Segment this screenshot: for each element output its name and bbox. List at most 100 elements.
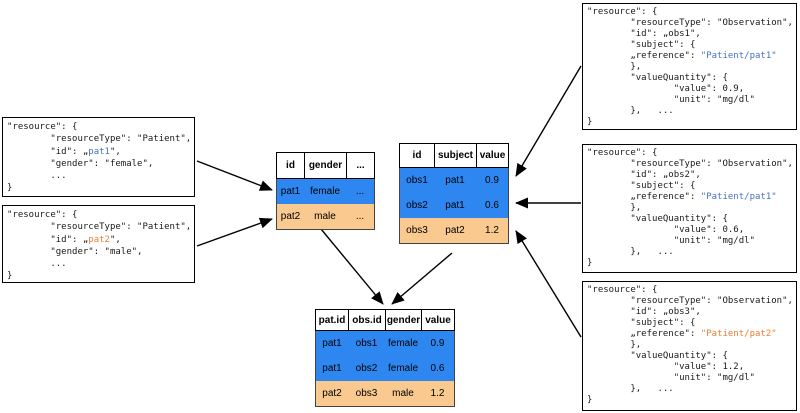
code-line: "resource": { [587, 7, 658, 17]
table-cell: female [387, 338, 418, 349]
table-cell: male [392, 388, 414, 399]
table-body: obs1 pat1 0.9 obs2 pat1 0.6 obs3 pat2 1.2 [399, 168, 509, 244]
code-line: "valueQuantity": { [587, 214, 728, 224]
code-line: }, [587, 203, 642, 213]
code-line: } [7, 183, 13, 194]
header-cell: obs.id [348, 310, 385, 330]
table-cell: obs3 [406, 225, 428, 236]
table-cell: 0.6 [485, 200, 499, 211]
code-line: "valueQuantity": { [587, 351, 728, 361]
code-line: "resource": { [587, 148, 658, 158]
code-line: }, [587, 62, 642, 72]
header-cell: value [421, 310, 454, 330]
code-line: }, [587, 340, 642, 350]
table-cell: pat1 [322, 338, 342, 349]
header-cell: value [476, 144, 508, 167]
table-cell: pat2 [280, 211, 301, 222]
header-cell: id [286, 160, 295, 171]
code-line: }, ... [587, 106, 674, 116]
code-line: "unit": "mg/dl" [587, 95, 755, 105]
table-cell: pat1 [445, 200, 465, 211]
code-line: "resource": { [7, 210, 78, 220]
table-row: obs1 pat1 0.9 [400, 168, 508, 193]
table-row: obs3 pat2 1.2 [400, 218, 508, 243]
code-line: „reference": "Patient/pat1" [587, 192, 777, 202]
code-line: "resourceType": "Observation", [587, 159, 793, 169]
table-cell: obs1 [355, 338, 378, 349]
code-line: }, ... [587, 384, 674, 394]
header-cell: gender [304, 153, 346, 178]
table-row: obs2 pat1 0.6 [400, 193, 508, 218]
table-cell: ... [355, 186, 365, 197]
arrow-obs3-resource-to-observation-table [515, 230, 582, 338]
table-cell: obs3 [355, 388, 378, 399]
code-line: "resourceType": "Observation", [587, 18, 793, 28]
code-line: "resourceType": "Patient", [7, 134, 192, 145]
table-cell: male [314, 211, 336, 222]
code-line: "gender": "male", [7, 246, 143, 257]
header-cell: pat.id [318, 314, 346, 326]
table-cell: pat1 [445, 175, 465, 186]
table-cell: 0.9 [485, 175, 499, 186]
code-line: „reference": "Patient/pat1" [587, 51, 777, 61]
code-line: "id": „pat1", [7, 146, 121, 157]
code-line: } [587, 258, 593, 268]
code-line: "valueQuantity": { [587, 73, 728, 83]
code-line: "value": 0.9, [587, 84, 745, 94]
table-cell: pat1 [322, 363, 342, 374]
code-line: } [7, 271, 13, 282]
code-line: "id": „obs2", [587, 170, 701, 180]
code-line: ... [7, 259, 67, 270]
code-line: }, ... [587, 247, 674, 257]
code-line: "subject": { [587, 40, 696, 50]
arrow-patient1-resource-to-patient-table [196, 160, 273, 191]
table-cell: obs2 [355, 363, 378, 374]
code-line: } [587, 117, 593, 127]
code-line: "unit": "mg/dl" [587, 236, 755, 246]
code-line: „reference": "Patient/pat2" [587, 329, 777, 339]
table-cell: 0.9 [430, 338, 445, 349]
code-line: "subject": { [587, 318, 696, 328]
header-cell: id [412, 150, 422, 161]
arrow-patient2-resource-to-patient-table [196, 217, 273, 247]
table-cell: 1.2 [485, 225, 499, 236]
arrow-obs1-resource-to-observation-table [515, 65, 582, 177]
code-line: ... [7, 171, 67, 182]
code-line: "id": „pat2", [7, 234, 121, 245]
table-row: pat1 obs1 female 0.9 [316, 331, 454, 356]
header-cell: subject [434, 144, 476, 167]
arrow-patient-table-to-joined-table [320, 228, 384, 305]
table-cell: 0.6 [430, 363, 445, 374]
code-line: "value": 1.2, [587, 362, 745, 372]
header-cell: ... [346, 153, 374, 178]
arrow-observation-table-to-joined-table [391, 252, 453, 305]
table-cell: obs2 [406, 200, 428, 211]
code-line: "resourceType": "Observation", [587, 296, 793, 306]
patient1-resource-box: "resource": { "resourceType": "Patient",… [2, 117, 195, 197]
code-line: "resource": { [587, 285, 658, 295]
code-line: "subject": { [587, 181, 696, 191]
observation1-resource-box: "resource": { "resourceType": "Observati… [582, 3, 797, 130]
code-line: "resourceType": "Patient", [7, 222, 192, 233]
code-line: "value": 0.6, [587, 225, 745, 235]
table-cell: ... [355, 211, 365, 222]
code-line: } [587, 395, 593, 405]
table-cell: pat1 [280, 186, 301, 197]
table-cell: pat2 [445, 225, 465, 236]
table-cell: 1.2 [430, 388, 445, 399]
table-cell: obs1 [406, 175, 428, 186]
header-cell: gender [385, 310, 421, 330]
table-row: pat2 male... [277, 204, 374, 229]
code-line: "gender": "female", [7, 158, 154, 169]
code-line: "id": „obs3", [587, 307, 701, 317]
